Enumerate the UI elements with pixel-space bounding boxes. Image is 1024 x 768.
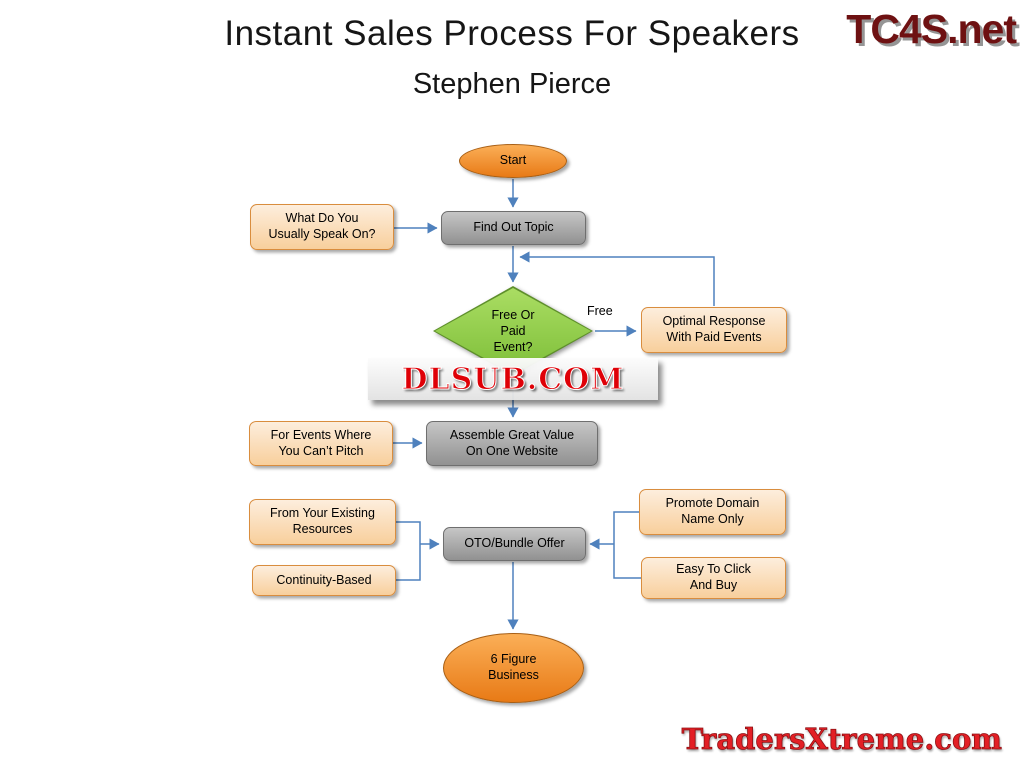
node-assemble-great-value: Assemble Great Value On One Website [426,421,598,466]
edge-label-free: Free [587,304,613,318]
node-continuity-based: Continuity-Based [252,565,396,596]
node-start: Start [459,144,567,178]
node-events-cant-pitch: For Events Where You Can’t Pitch [249,421,393,466]
node-six-figure-business: 6 Figure Business [443,633,584,703]
watermark-dlsub: DLSUB.COM [368,358,658,400]
watermark-tc4s: TC4S.net [846,6,1017,52]
edge-right-bracket [613,511,641,579]
page-subtitle: Stephen Pierce [412,68,612,100]
node-easy-to-click: Easy To Click And Buy [641,557,786,599]
watermark-dlsub-text: DLSUB.COM [401,361,625,397]
node-find-out-topic: Find Out Topic [441,211,586,245]
node-promote-domain: Promote Domain Name Only [639,489,786,535]
node-optimal-response: Optimal Response With Paid Events [641,307,787,353]
edge-left-bracket [396,521,421,581]
page-title: Instant Sales Process For Speakers [224,14,800,53]
node-existing-resources: From Your Existing Resources [249,499,396,545]
node-oto-bundle-offer: OTO/Bundle Offer [443,527,586,561]
edge-optimal-feedback [519,251,715,306]
watermark-tradersxtreme: TradersXtreme.com [681,722,1002,757]
decision-label: Free Or Paid Event? [491,307,535,355]
node-what-do-you-speak-on: What Do You Usually Speak On? [250,204,394,250]
